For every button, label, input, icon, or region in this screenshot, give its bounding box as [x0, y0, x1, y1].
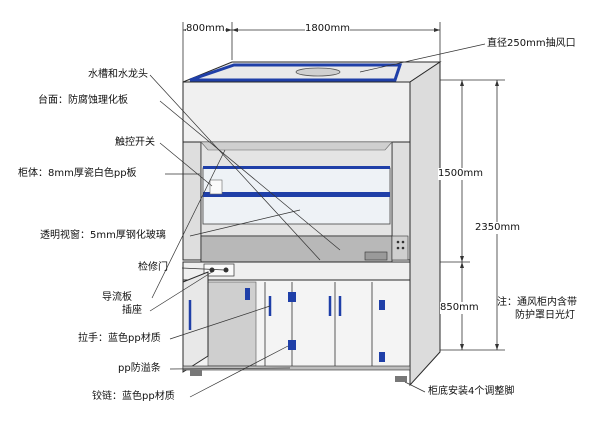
- leader-line: [169, 367, 291, 370]
- label-exhaust-port: 直径250mm抽风口: [487, 38, 576, 49]
- leader-line: [404, 381, 426, 393]
- sash-top-bar: [203, 166, 390, 169]
- leader-line: [159, 142, 213, 187]
- control-dot: [396, 246, 400, 250]
- control-dot: [396, 240, 400, 244]
- dim-base-height: 850mm: [440, 302, 479, 314]
- label-hinge: 铰链：蓝色pp材质: [92, 391, 175, 402]
- label-baffle: 导流板: [102, 292, 132, 303]
- label-touch-switch: 触控开关: [115, 137, 155, 148]
- hinge: [288, 292, 296, 302]
- note-line-2: 防护罩日光灯: [515, 310, 575, 321]
- exhaust-port-250mm: [295, 67, 341, 77]
- leader-line: [181, 267, 226, 271]
- label-worktop: 台面：防腐蚀理化板: [38, 95, 128, 106]
- dim-width: 1800mm: [305, 23, 350, 35]
- leader-line: [159, 100, 341, 251]
- dim-total-height: 2350mm: [475, 222, 520, 234]
- right-side-panel: [409, 61, 441, 387]
- leveling-foot: [395, 376, 407, 382]
- arrow-head: [460, 80, 464, 86]
- socket-hole: [223, 267, 229, 273]
- leader-line: [189, 209, 301, 237]
- note-line-1: 注：通风柜内含带: [497, 297, 577, 308]
- label-cabinet-body: 柜体：8mm厚瓷白色pp板: [18, 168, 137, 179]
- control-dot: [401, 240, 405, 244]
- label-spill-strip: pp防溢条: [118, 363, 161, 374]
- arrow-head: [434, 28, 440, 32]
- arrow-head: [495, 80, 499, 86]
- spill-strip: [182, 365, 411, 371]
- arrow-head: [495, 344, 499, 350]
- hinge: [379, 352, 385, 362]
- leader-line: [151, 149, 226, 299]
- label-leveling-feet: 柜底安装4个调整脚: [428, 386, 515, 397]
- label-access-door: 检修门: [138, 262, 168, 273]
- label-sink-faucet: 水槽和水龙头: [88, 69, 148, 80]
- label-sash-window: 透明视窗：5mm厚钢化玻璃: [40, 230, 166, 241]
- arrow-head: [460, 262, 464, 268]
- hinge: [245, 288, 250, 300]
- dim-upper-height: 1500mm: [438, 168, 483, 180]
- arrow-head: [460, 344, 464, 350]
- left-pillar: [182, 141, 202, 261]
- upper-fascia: [182, 81, 411, 143]
- baffle-plate: [200, 141, 393, 151]
- open-cabinet-door: [182, 271, 209, 373]
- worktop-surface: [200, 235, 393, 263]
- leader-line: [149, 74, 321, 261]
- control-dot: [401, 246, 405, 250]
- exhaust-outlet-rim: [189, 63, 403, 82]
- arrow-head: [232, 28, 238, 32]
- leader-line: [169, 305, 271, 340]
- hinge: [288, 340, 296, 350]
- sash-handle-bar: [203, 192, 390, 197]
- leader-line: [189, 345, 289, 398]
- leveling-foot: [190, 370, 202, 376]
- label-socket: 插座: [122, 305, 142, 316]
- arrow-head: [460, 256, 464, 262]
- callout-leaders: [149, 43, 486, 398]
- socket-hole: [209, 267, 215, 273]
- control-panel: [391, 235, 409, 261]
- arrow-head: [226, 28, 232, 32]
- leader-line: [149, 271, 213, 312]
- label-handle: 拉手：蓝色pp材质: [78, 333, 161, 344]
- sink: [364, 251, 388, 261]
- leader-line: [359, 43, 486, 73]
- touch-switch-panel: [209, 179, 223, 195]
- hinge: [379, 300, 385, 310]
- dim-side-depth: 800mm: [186, 23, 225, 35]
